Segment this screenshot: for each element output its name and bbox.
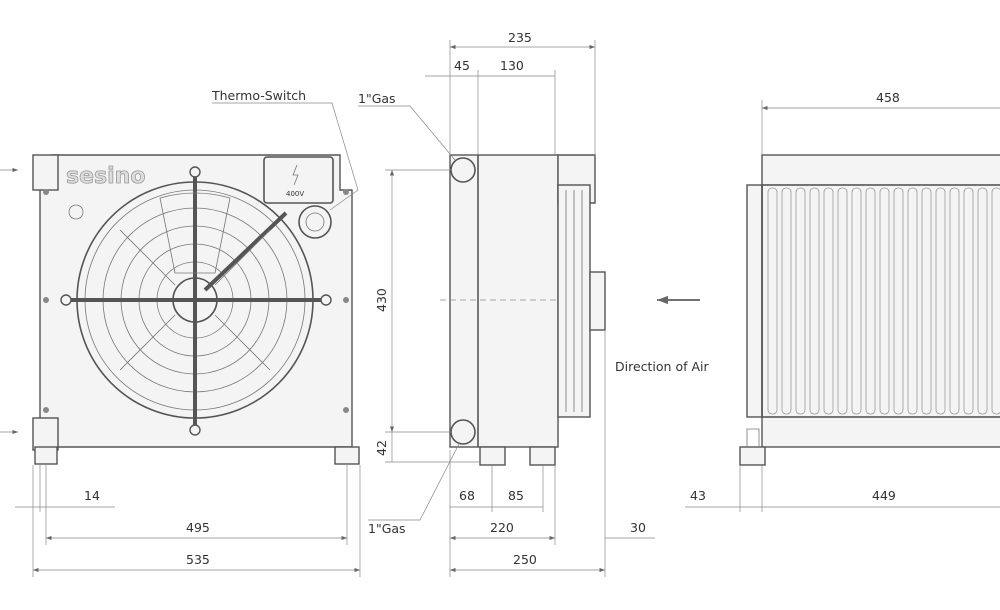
radiator-tube: [823, 187, 834, 415]
radiator-tube: [949, 187, 960, 415]
front-view: sesino 400V Thermo-Swi: [0, 88, 361, 577]
side-foot-left: [479, 446, 506, 466]
radiator-tube: [809, 187, 820, 415]
radiator-tube: [907, 187, 918, 415]
motor-cap: [589, 271, 606, 331]
dim-449: 449: [872, 488, 896, 503]
top-left-port: [32, 154, 59, 191]
dim-45: 45: [454, 58, 470, 73]
side-body: [449, 154, 559, 448]
dim-458: 458: [876, 90, 900, 105]
rear-flange: [746, 184, 763, 418]
radiator-tube: [879, 187, 890, 415]
dim-430: 430: [374, 288, 389, 312]
radiator-tube: [991, 187, 1000, 415]
radiator-tube: [767, 187, 778, 415]
radiator-tube: [865, 187, 876, 415]
gas-bottom-label: 1"Gas: [368, 521, 406, 536]
dim-250: 250: [513, 552, 537, 567]
radiator-tube: [935, 187, 946, 415]
radiator-tube: [977, 187, 988, 415]
side-view: 1"Gas 1"Gas 235 45 130 430 42 68 85 220 …: [358, 30, 655, 577]
dim-235: 235: [508, 30, 532, 45]
fan-guard: [60, 166, 332, 436]
dim-30: 30: [630, 520, 646, 535]
dim-85: 85: [508, 488, 524, 503]
gas-top-label: 1"Gas: [358, 91, 396, 106]
radiator-tube: [893, 187, 904, 415]
direction-of-air-label: Direction of Air: [615, 359, 709, 374]
bottom-left-port: [32, 417, 59, 451]
radiator-tube: [837, 187, 848, 415]
radiator-tube: [795, 187, 806, 415]
voltage-label: 400V: [286, 190, 304, 198]
foot-right: [334, 446, 360, 465]
dim-495: 495: [186, 520, 210, 535]
radiator-tube: [781, 187, 792, 415]
dim-535: 535: [186, 552, 210, 567]
brand-logo: sesino: [66, 164, 145, 189]
side-foot-right: [529, 446, 556, 466]
radiator-fins: [767, 187, 1000, 415]
thermo-switch: [298, 205, 332, 239]
radiator-tube: [963, 187, 974, 415]
radiator-tube: [851, 187, 862, 415]
dim-220: 220: [490, 520, 514, 535]
electrical-box: [263, 156, 334, 204]
radiator-tube: [921, 187, 932, 415]
dim-68: 68: [459, 488, 475, 503]
dim-14: 14: [84, 488, 100, 503]
thermo-switch-label: Thermo-Switch: [211, 88, 306, 103]
foot-left: [34, 446, 58, 465]
rear-view: 458 43 449: [685, 90, 1000, 512]
rear-body: [761, 154, 1000, 448]
dim-43: 43: [690, 488, 706, 503]
lightning-icon: [292, 164, 299, 186]
ce-mark-icon: [68, 204, 84, 220]
dim-42: 42: [374, 440, 389, 456]
rear-foot: [739, 446, 766, 466]
dim-130: 130: [500, 58, 524, 73]
